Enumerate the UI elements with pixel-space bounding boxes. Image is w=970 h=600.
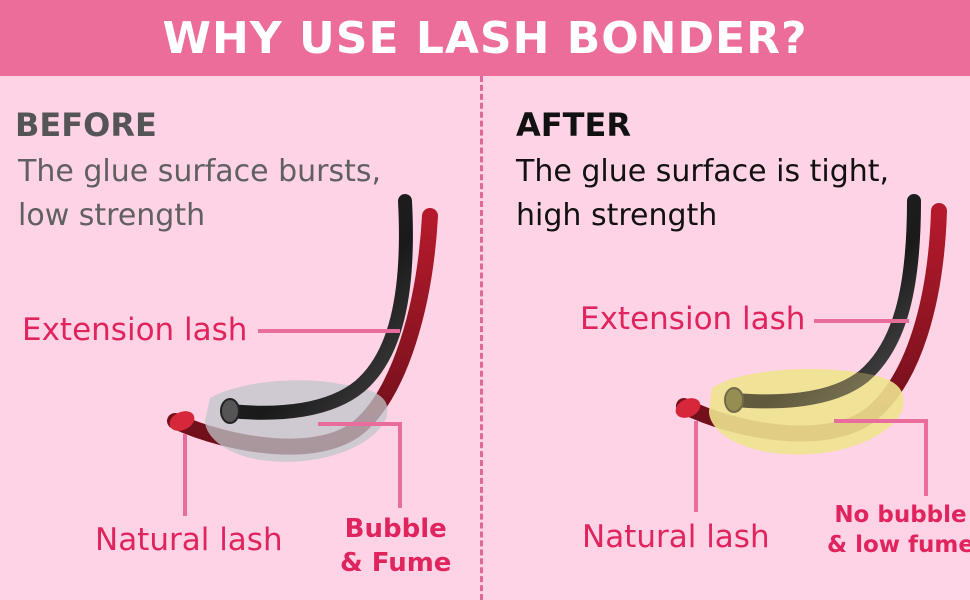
after-panel: AFTER The glue surface is tight, high st… — [484, 76, 970, 600]
after-description: The glue surface is tight, high strength — [516, 150, 956, 238]
after-effect-line1: No bubble — [834, 502, 967, 528]
after-effect-line2: & low fume — [827, 532, 970, 558]
before-extension-label: Extension lash — [22, 312, 248, 348]
after-desc-line1: The glue surface is tight, — [516, 154, 890, 189]
bubble-callout-line — [318, 422, 402, 508]
glue-blob-shape — [709, 369, 904, 455]
before-heading: BEFORE — [15, 106, 157, 144]
after-natural-label: Natural lash — [582, 519, 770, 555]
after-effect-label: No bubble & low fume — [827, 500, 970, 560]
after-heading: AFTER — [516, 106, 631, 144]
before-effect-line2: & Fume — [340, 548, 452, 578]
before-desc-line2: low strength — [18, 198, 206, 233]
before-lash-illustration — [167, 194, 438, 516]
after-lash-illustration — [675, 194, 947, 512]
bubble-callout-line — [834, 419, 928, 496]
before-desc-line1: The glue surface bursts, — [18, 154, 382, 189]
after-desc-line2: high strength — [516, 198, 718, 233]
before-panel: BEFORE The glue surface bursts, low stre… — [0, 76, 480, 600]
before-description: The glue surface bursts, low strength — [18, 150, 458, 238]
page-title: WHY USE LASH BONDER? — [162, 12, 808, 64]
extension-lash-shape — [727, 194, 921, 409]
before-effect-line1: Bubble — [344, 514, 447, 544]
before-natural-label: Natural lash — [95, 522, 283, 558]
extension-lash-shape — [223, 194, 413, 420]
title-banner: WHY USE LASH BONDER? — [0, 0, 970, 76]
dashed-divider — [480, 76, 483, 600]
after-extension-label: Extension lash — [580, 301, 806, 337]
before-effect-label: Bubble & Fume — [340, 512, 451, 580]
